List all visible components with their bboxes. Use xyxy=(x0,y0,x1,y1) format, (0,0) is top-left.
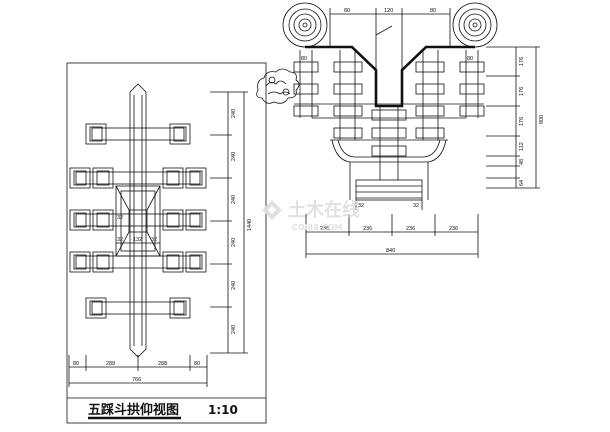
plan-hdim-4: 80 xyxy=(194,361,200,367)
plan-arm-row-4 xyxy=(69,251,207,273)
elev-right-block-dim: 80 xyxy=(467,56,473,62)
watermark: 土木在线 COI88.COM xyxy=(262,199,360,232)
plan-hdim-1: 80 xyxy=(73,361,79,367)
plan-frame xyxy=(66,62,267,424)
elevation-bottom-dims: 236 236 236 236 840 xyxy=(305,214,479,258)
plan-vdim-1: 240 xyxy=(231,109,237,118)
elev-bdim-overall: 840 xyxy=(386,248,395,254)
plan-vdim-2: 240 xyxy=(231,152,237,161)
elev-left-block-dim: 80 xyxy=(301,56,307,62)
elev-bdim-1: 236 xyxy=(320,226,329,232)
elevation-posts xyxy=(299,50,479,180)
elev-rdim-5: 48 xyxy=(519,159,525,165)
plan-vdim-overall: 1440 xyxy=(247,219,253,231)
drawing-title-block: 五踩斗拱仰视图 1:10 xyxy=(88,402,238,420)
plan-vdim-6: 240 xyxy=(231,325,237,334)
cloud-ornament xyxy=(256,68,300,104)
elev-rdim-2: 176 xyxy=(519,87,525,96)
elev-bdim-4: 236 xyxy=(449,226,458,232)
elevation-right-dims: 176 176 176 112 48 64 800 xyxy=(486,46,545,189)
drawing-scale: 1:10 xyxy=(208,403,238,417)
plan-vdim-5: 240 xyxy=(231,281,237,290)
elev-rdim-3: 176 xyxy=(519,117,525,126)
plan-arm-row-3 xyxy=(69,209,207,231)
elev-top-dim-1: 80 xyxy=(344,8,350,14)
watermark-logo-icon xyxy=(262,200,282,220)
plan-vertical-dims: 240 240 240 240 240 240 1440 xyxy=(210,91,253,354)
elev-bdim-3: 236 xyxy=(406,226,415,232)
plan-arm-row-1 xyxy=(85,123,191,145)
elev-small-dim-left: 32 xyxy=(358,203,364,209)
elevation-view: 80 120 80 xyxy=(256,2,498,210)
elev-rdim-1: 176 xyxy=(519,57,525,66)
plan-vdim-4: 240 xyxy=(231,238,237,247)
elev-top-dim-3: 80 xyxy=(430,8,436,14)
drawing-title: 五踩斗拱仰视图 xyxy=(88,402,179,418)
plan-hdim-overall: 766 xyxy=(132,377,141,383)
plan-view: 32 132 32 32 xyxy=(69,83,207,358)
plan-hdim-2: 288 xyxy=(106,361,115,367)
round-beam-right xyxy=(452,2,498,48)
watermark-cn: 土木在线 xyxy=(288,199,360,221)
plan-vdim-3: 240 xyxy=(231,195,237,204)
elev-rdim-6: 64 xyxy=(519,180,525,186)
plan-hdim-3: 288 xyxy=(158,361,167,367)
elev-small-dim-right: 32 xyxy=(413,203,419,209)
elev-top-dim-2: 120 xyxy=(384,8,393,14)
plan-arm-row-2 xyxy=(69,167,207,189)
watermark-en: COI88.COM xyxy=(292,223,342,232)
plan-horizontal-dims: 80 288 288 80 766 xyxy=(68,355,208,387)
round-beam-left xyxy=(282,2,328,48)
elev-rdim-4: 112 xyxy=(519,142,525,151)
plan-inner-dim-mid: 132 xyxy=(133,237,142,243)
elev-bdim-2: 236 xyxy=(363,226,372,232)
elev-rdim-overall: 800 xyxy=(539,115,545,124)
plan-arm-row-5 xyxy=(85,297,191,319)
plan-inner-dim-upper: 32 xyxy=(117,215,123,221)
plan-inner-dim-right: 32 xyxy=(151,237,157,243)
elevation-tiers xyxy=(293,61,485,157)
plan-inner-dim-left: 32 xyxy=(117,237,123,243)
